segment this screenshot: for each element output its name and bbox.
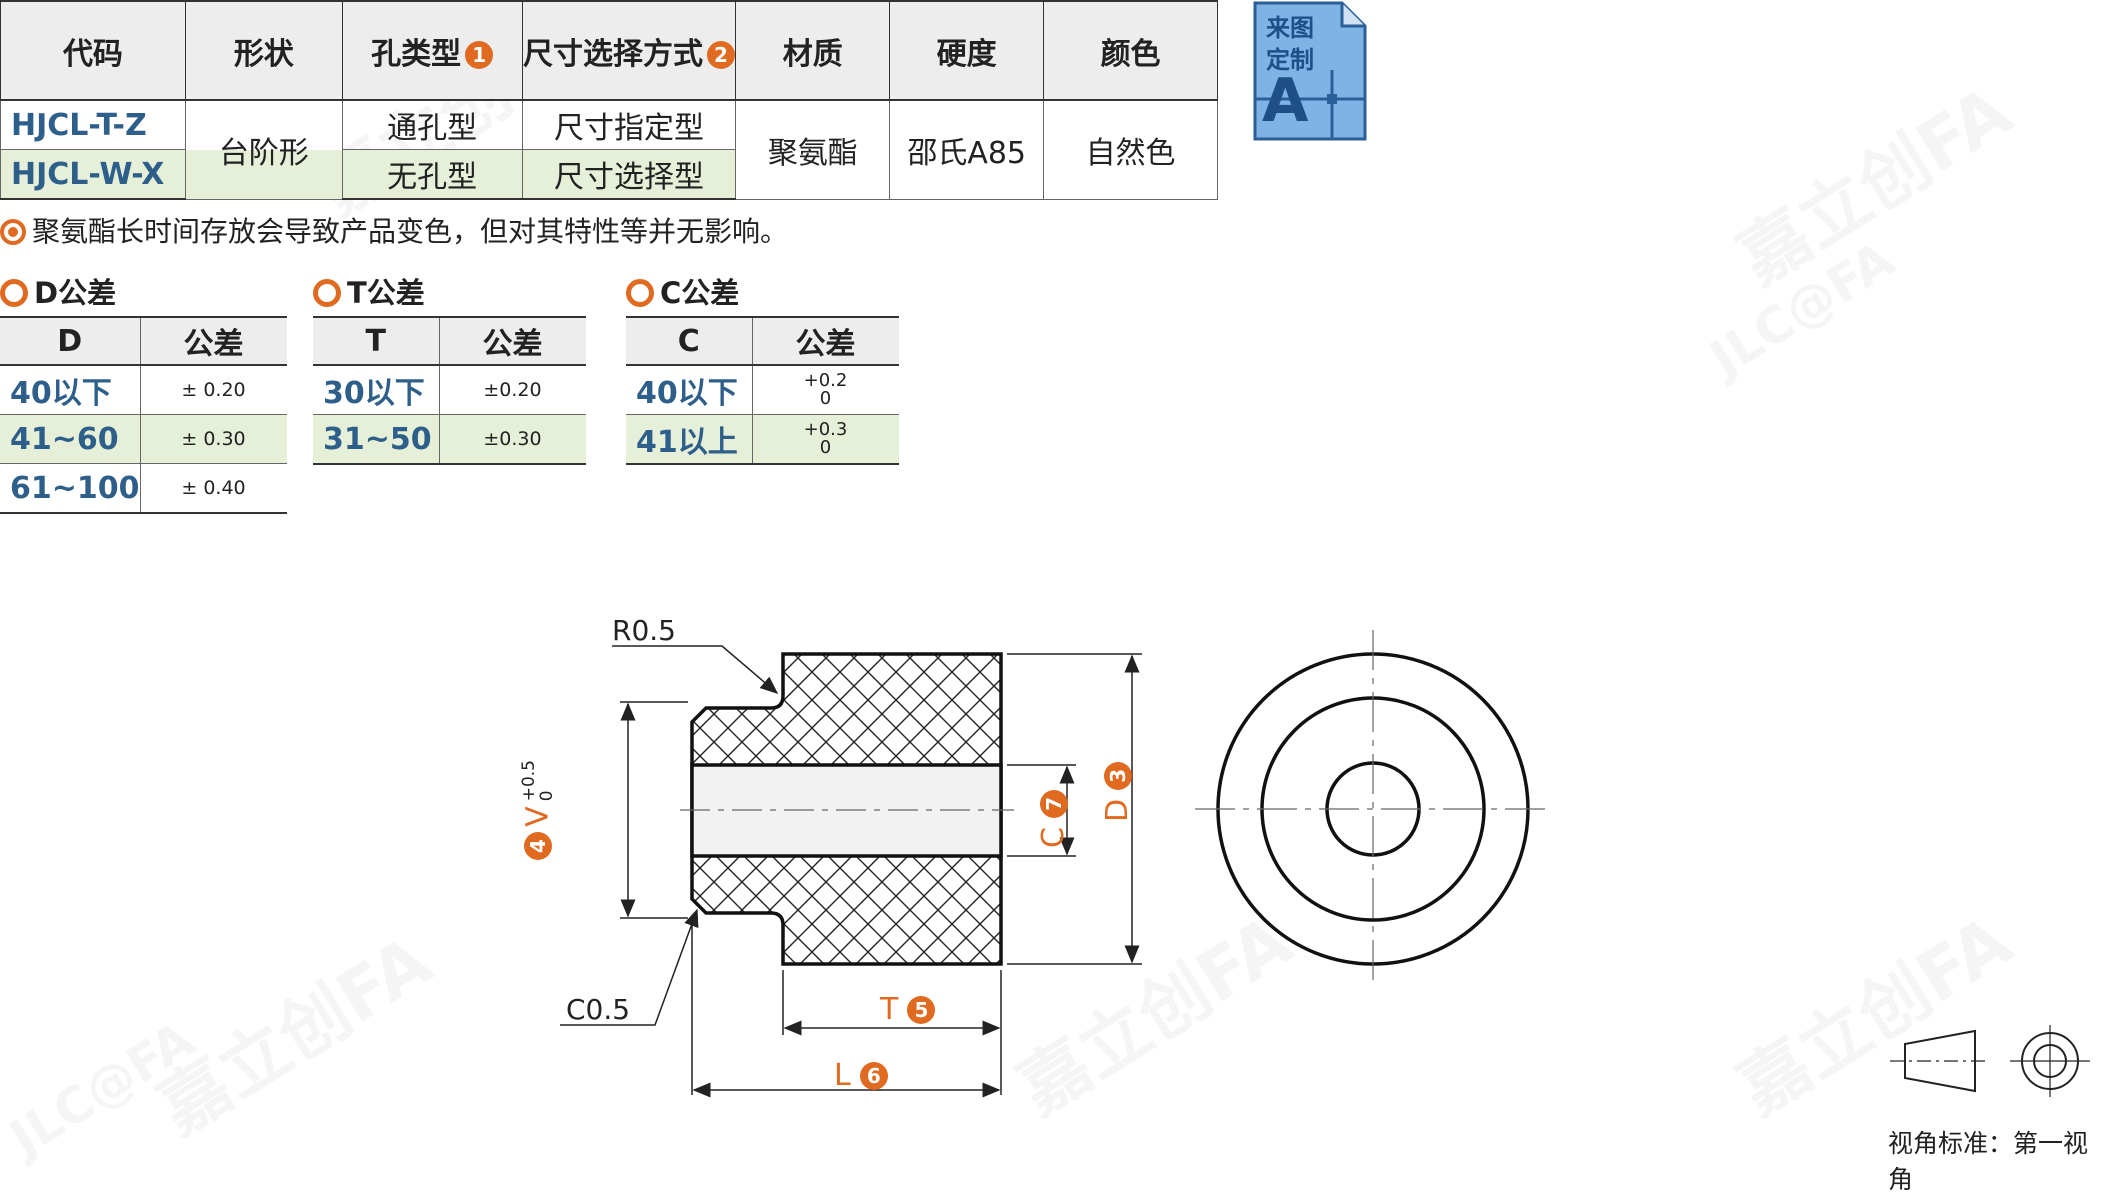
c-dim-letter: C <box>1036 827 1071 848</box>
range-cell: 41以上 <box>626 414 753 465</box>
header-color: 颜色 <box>1043 0 1218 101</box>
table-row: HJCL-W-X 无孔型 尺寸选择型 <box>0 149 1218 200</box>
bullet-icon <box>0 219 26 245</box>
number-badge: 2 <box>706 41 735 69</box>
col-header: T <box>313 316 440 366</box>
range-cell: 30以下 <box>313 365 440 415</box>
range-cell: 40以下 <box>626 365 753 415</box>
t-dimension-label: T 5 <box>880 992 936 1027</box>
first-angle-projection-icon <box>1890 1025 2090 1097</box>
front-view <box>1195 630 1553 988</box>
number-badge: 3 <box>1103 761 1132 790</box>
range-cell: 31~50 <box>313 414 440 465</box>
shape-cell: 台阶形 <box>184 99 343 200</box>
material-note: 聚氨酯长时间存放会导致产品变色，但对其特性等并无影响。 <box>0 210 788 250</box>
table-row: 30以下±0.20 <box>313 365 586 415</box>
c-tolerance-title: C公差 <box>626 270 739 312</box>
note-text: 聚氨酯长时间存放会导致产品变色，但对其特性等并无影响。 <box>32 215 789 248</box>
range-cell: 61~100 <box>0 463 141 514</box>
l-dimension-label: L 6 <box>834 1058 888 1093</box>
color-cell: 自然色 <box>1043 99 1218 200</box>
header-size-method-label: 尺寸选择方式 <box>522 36 703 72</box>
col-header: C <box>626 316 753 366</box>
table-row: 41~60± 0.30 <box>0 414 287 464</box>
size-method-cell: 尺寸指定型 <box>521 99 737 150</box>
ring-bullet-icon <box>0 279 28 307</box>
ring-bullet-icon <box>313 279 341 307</box>
ring-bullet-icon <box>626 279 654 307</box>
product-code: HJCL-T-Z <box>0 99 186 150</box>
custom-badge-line2: 定制 <box>1266 46 1314 74</box>
section-view <box>560 645 1142 1098</box>
hole-type-cell: 无孔型 <box>341 149 523 200</box>
d-tolerance-title: D公差 <box>0 270 116 312</box>
view-standard-label: 视角标准：第一视角 <box>1888 1129 2089 1194</box>
hardness-cell: 邵氏A85 <box>889 99 1045 200</box>
product-code: HJCL-W-X <box>0 149 186 200</box>
number-badge: 1 <box>465 41 494 69</box>
size-method-cell: 尺寸选择型 <box>521 149 737 200</box>
fillet-radius-label: R0.5 <box>612 614 676 647</box>
document-icon <box>1253 1 1367 141</box>
tol-cell: ±0.30 <box>439 414 586 465</box>
table-row: 31~50±0.30 <box>313 414 586 465</box>
custom-badge-letter: A <box>1262 66 1309 136</box>
table-row: 40以下± 0.20 <box>0 365 287 415</box>
number-badge: 6 <box>859 1061 888 1090</box>
number-badge: 7 <box>1039 789 1068 818</box>
col-header: 公差 <box>140 316 287 366</box>
tol-cell: ± 0.40 <box>140 463 287 514</box>
custom-badge-line1: 来图 <box>1266 14 1314 42</box>
c-dimension-label: C 7 <box>1036 728 1076 848</box>
number-badge: 4 <box>524 832 552 860</box>
table-row: HJCL-T-Z 台阶形 通孔型 尺寸指定型 聚氨酯 邵氏A85 自然色 <box>0 99 1218 200</box>
number-badge: 5 <box>907 995 936 1024</box>
custom-drawing-badge[interactable]: 来图 定制 A <box>1252 0 1368 142</box>
col-header: D <box>0 316 141 366</box>
col-header: 公差 <box>752 316 899 366</box>
header-hardness: 硬度 <box>889 0 1045 101</box>
header-code: 代码 <box>0 0 186 101</box>
t-tolerance-title: T公差 <box>313 270 425 312</box>
chamfer-label: C0.5 <box>566 993 631 1026</box>
l-dim-letter: L <box>834 1058 851 1093</box>
d-dimension-label: D 3 <box>1100 702 1140 822</box>
header-shape: 形状 <box>184 0 343 101</box>
range-cell: 40以下 <box>0 365 141 415</box>
technical-drawing <box>560 630 2090 1098</box>
hole-type-cell: 通孔型 <box>341 99 523 150</box>
tol-cell: ± 0.30 <box>140 414 287 464</box>
table-row: 61~100± 0.40 <box>0 463 287 514</box>
d-dim-letter: D <box>1100 798 1135 822</box>
tol-cell: ±0.20 <box>439 365 586 415</box>
t-dim-letter: T <box>880 992 899 1027</box>
header-material: 材质 <box>735 0 891 101</box>
range-cell: 41~60 <box>0 414 141 464</box>
material-cell: 聚氨酯 <box>735 99 891 200</box>
tol-cell: ± 0.20 <box>140 365 287 415</box>
v-dim-letter: V <box>520 806 556 827</box>
header-hole-type-label: 孔类型 <box>371 36 462 72</box>
col-header: 公差 <box>439 316 586 366</box>
